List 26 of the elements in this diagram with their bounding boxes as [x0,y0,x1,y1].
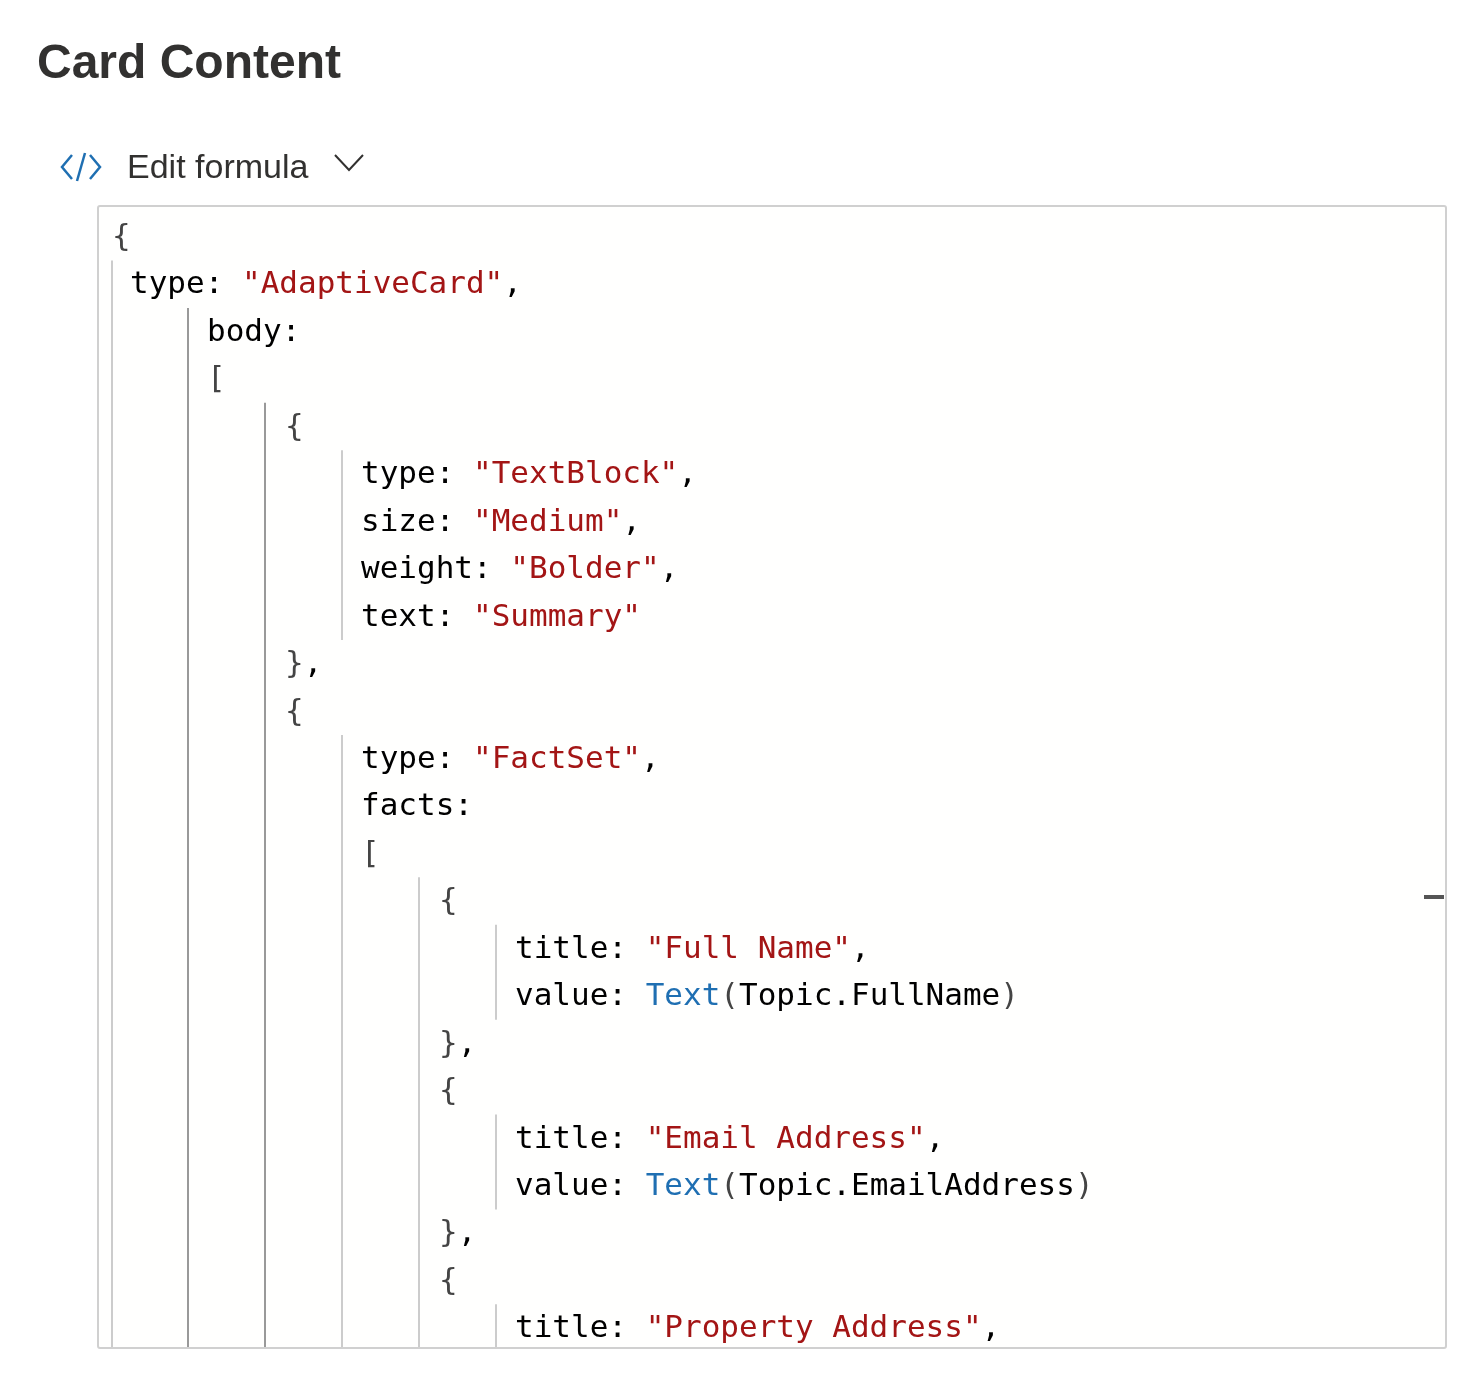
code-line: value: Text(Topic.EmailAddress) [515,1165,1094,1204]
edit-formula-toggle: Edit formula [127,146,309,186]
code-line: size: "Medium", [361,500,641,540]
code-line: title: "Full Name", [515,927,870,967]
code-line: type: "TextBlock", [361,453,697,493]
code-line: }, [439,1022,477,1062]
code-line: title: "Property Address", [515,1307,1001,1347]
code-line: { [112,216,131,255]
code-line: { [439,1070,458,1110]
code-line: text: "Summary" [361,595,641,635]
code-line: { [439,880,458,920]
code-line: }, [285,643,323,683]
code-line: { [285,405,304,445]
code-line: body: [207,310,301,350]
code-line: value: Text(Topic.FullName) [515,975,1019,1015]
code-line: { [285,690,304,730]
code-line: [ [361,832,380,872]
code-line: title: "Email Address", [515,1117,945,1157]
code-line: type: "AdaptiveCard", [130,263,522,303]
page-title: Card Content [37,34,341,90]
code-line: [ [207,358,226,398]
code-line: weight: "Bolder", [361,548,679,588]
code-line: { [439,1259,458,1299]
code-line: type: "FactSet", [361,737,660,777]
code-line: facts: [361,785,473,825]
code-line: }, [439,1212,477,1252]
